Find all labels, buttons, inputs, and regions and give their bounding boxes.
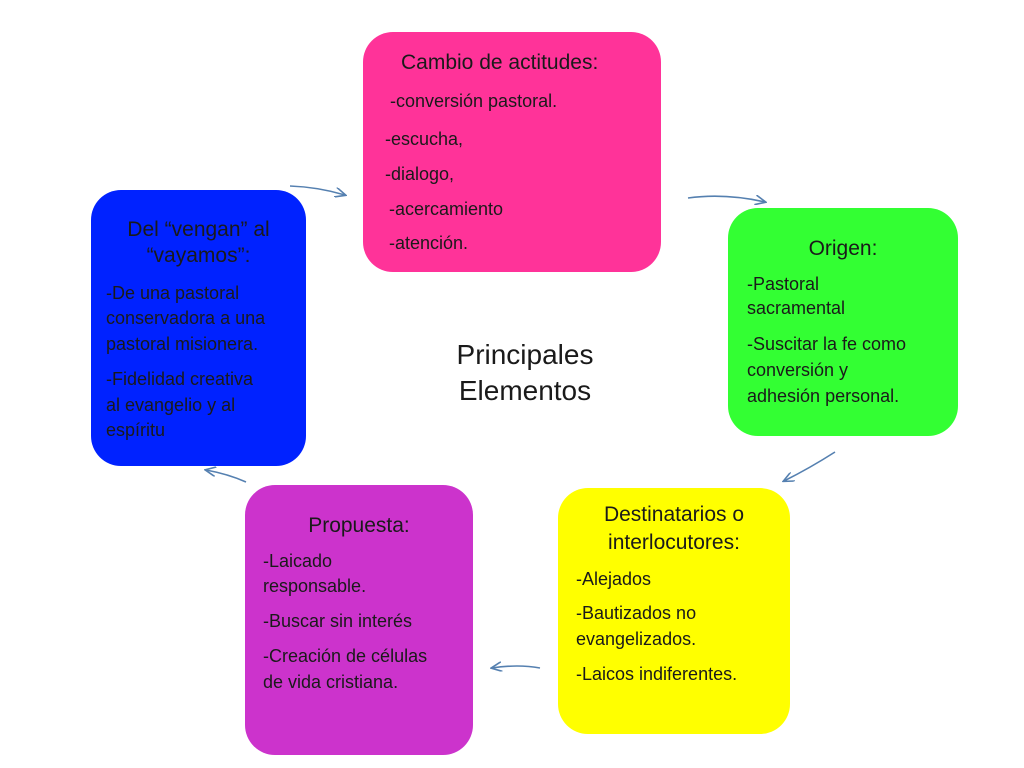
node-origen: Origen: -Pastoral sacramental -Suscitar …: [728, 208, 958, 436]
node-line: de vida cristiana.: [263, 672, 399, 692]
arrow-dest-to-prop: [492, 666, 541, 668]
node-propuesta: Propuesta: -Laicado responsable. -Buscar…: [245, 485, 473, 755]
node-line: -Buscar sin interés: [263, 611, 413, 631]
node-title: Destinatarios o: [603, 503, 745, 526]
arrow-prop-to-del: [206, 470, 247, 483]
node-title: interlocutores:: [608, 531, 740, 554]
node-line: -Bautizados no: [576, 603, 697, 623]
node-line: responsable.: [263, 576, 367, 596]
node-title: Del “vengan” al: [127, 218, 270, 241]
node-line: -Pastoral: [747, 274, 820, 294]
node-line: conversión y: [747, 360, 849, 380]
center-title-line: Elementos: [458, 375, 592, 406]
node-line: -escucha,: [385, 129, 464, 149]
node-line: espíritu: [106, 420, 166, 440]
node-line: al evangelio y al: [106, 395, 236, 415]
node-line: -Fidelidad creativa: [106, 369, 254, 389]
node-line: -acercamiento: [389, 199, 504, 219]
node-line: sacramental: [747, 298, 846, 318]
node-line: adhesión personal.: [747, 386, 900, 406]
node-del-vengan-al-vayamos: Del “vengan” al “vayamos”: -De una pasto…: [91, 190, 306, 466]
node-line: -Laicado: [263, 551, 333, 571]
node-line: conservadora a una: [106, 308, 266, 328]
center-title-line: Principales: [456, 339, 594, 370]
node-line: -Alejados: [576, 569, 652, 589]
node-title: Propuesta:: [308, 514, 410, 537]
node-line: evangelizados.: [576, 629, 697, 649]
node-line: -Laicos indiferentes.: [576, 664, 738, 684]
arrow-cambio-to-origen: [687, 196, 765, 202]
node-title: “vayamos”:: [146, 244, 251, 267]
node-line: -Creación de células: [263, 646, 428, 666]
node-line: pastoral misionera.: [106, 334, 259, 354]
node-line: -Suscitar la fe como: [747, 334, 907, 354]
node-line: -dialogo,: [385, 164, 455, 184]
node-title: Cambio de actitudes:: [401, 51, 599, 74]
node-line: -De una pastoral: [106, 283, 240, 303]
node-title: Origen:: [808, 237, 878, 260]
node-cambio-de-actitudes: Cambio de actitudes: -conversión pastora…: [363, 32, 661, 272]
arrow-origen-to-dest: [784, 451, 836, 481]
node-destinatarios: Destinatarios o interlocutores: -Alejado…: [558, 488, 790, 734]
center-title: Principales Elementos: [425, 337, 625, 409]
arrow-del-to-cambio: [289, 185, 345, 195]
node-line: -atención.: [389, 233, 469, 253]
node-line: -conversión pastoral.: [390, 91, 558, 111]
